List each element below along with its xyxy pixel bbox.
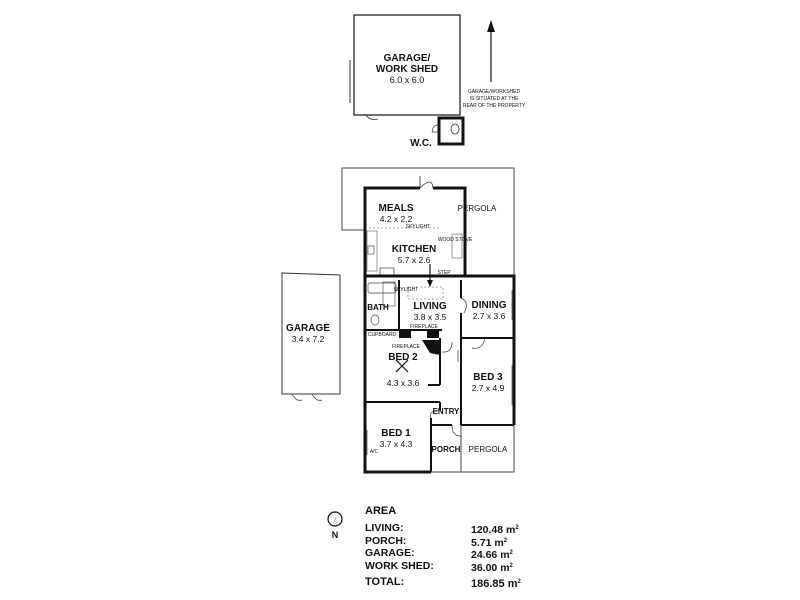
pergola-top-outline	[341, 167, 515, 276]
pergola-bottom-outline	[431, 425, 515, 473]
compass-icon: N	[326, 510, 344, 540]
note-line-1: GARAGE/WORKSHED	[468, 89, 521, 95]
area-row-value: 36.00 m	[471, 561, 510, 574]
area-row-label: GARAGE:	[365, 547, 415, 559]
garage-outline	[281, 272, 341, 401]
pergola-bottom-name: PERGOLA	[469, 445, 508, 454]
area-row-label: PORCH:	[365, 534, 407, 547]
area-row-total: TOTAL: 186.85 m2	[365, 576, 535, 590]
area-row-value: 24.66 m	[471, 549, 510, 561]
wood-stove-label: WOOD STOVE	[438, 237, 473, 243]
garage-workshed-name-1: GARAGE/	[384, 53, 431, 64]
kitchen-size: 5.7 x 2.6	[398, 255, 431, 265]
toilet-icon	[450, 123, 460, 135]
area-row-living: LIVING: 120.48 m2	[365, 522, 535, 536]
cupboard-label: CUPBOARD	[368, 332, 397, 338]
ac-label: A/C	[370, 449, 379, 455]
area-total-label: TOTAL:	[365, 576, 405, 588]
living-name: LIVING	[413, 301, 447, 312]
area-row-workshed: WORK SHED: 36.00 m2	[365, 559, 535, 574]
area-total-unit: 2	[517, 579, 521, 585]
meals-name: MEALS	[379, 203, 414, 214]
bed3-size: 2.7 x 4.9	[472, 383, 505, 393]
note-line-2: IS SITUATED AT THE	[470, 96, 519, 102]
garage-name: GARAGE	[286, 323, 330, 334]
skylight-meals-label: SKYLIGHT	[406, 224, 431, 230]
garage-workshed-outline	[349, 14, 461, 120]
main-house-walls	[363, 274, 516, 474]
area-row-unit: 2	[509, 550, 513, 556]
bed2-size: 4.3 x 3.6	[387, 378, 420, 388]
garage-size: 3.4 x 7.2	[292, 334, 325, 344]
bed1-name: BED 1	[381, 428, 411, 439]
dining-name: DINING	[472, 300, 507, 311]
fireplace-living-label: FIREPLACE	[410, 324, 438, 330]
dining-size: 2.7 x 3.6	[473, 311, 506, 321]
area-row-unit: 2	[515, 525, 519, 531]
area-row-label: WORK SHED:	[365, 559, 434, 572]
area-title: AREA	[365, 505, 397, 517]
bed1-size: 3.7 x 4.3	[380, 439, 413, 449]
bed2-name: BED 2	[388, 352, 418, 363]
area-row-value: 5.71 m	[471, 536, 504, 549]
meals-size: 4.2 x 2.2	[380, 214, 413, 224]
north-arrow-icon	[487, 20, 495, 82]
bed3-name: BED 3	[473, 372, 503, 383]
meals-kitchen-walls	[363, 176, 467, 287]
fireplace-bed2-label: FIREPLACE	[392, 344, 420, 350]
entry-name: ENTRY	[433, 407, 460, 416]
porch-name: PORCH	[432, 445, 461, 454]
area-row-unit: 2	[509, 562, 513, 569]
skylight-living-label: SKYLIGHT	[394, 287, 419, 293]
area-row-value: 120.48 m	[471, 524, 516, 536]
step-label: STEP	[437, 270, 451, 276]
note-line-3: REAR OF THE PROPERTY	[463, 103, 526, 109]
area-row-garage: GARAGE: 24.66 m2	[365, 547, 535, 561]
area-row-porch: PORCH: 5.71 m2	[365, 534, 535, 549]
area-row-label: LIVING:	[365, 522, 404, 534]
kitchen-name: KITCHEN	[392, 244, 436, 255]
wc-name: W.C.	[410, 138, 432, 149]
living-size: 3.8 x 3.5	[414, 312, 447, 322]
area-row-unit: 2	[503, 537, 508, 544]
garage-workshed-name-2: WORK SHED	[376, 64, 438, 75]
garage-workshed-size: 6.0 x 6.0	[390, 75, 425, 85]
area-total-value: 186.85 m	[471, 578, 518, 590]
wc-outline	[431, 116, 465, 146]
compass-label: N	[332, 530, 339, 540]
pergola-top-name: PERGOLA	[458, 204, 497, 213]
ceiling-fan-icon	[395, 359, 409, 373]
bath-name: BATH	[367, 303, 389, 312]
area-table: AREA LIVING: 120.48 m2 PORCH: 5.71 m2 GA…	[365, 505, 535, 590]
